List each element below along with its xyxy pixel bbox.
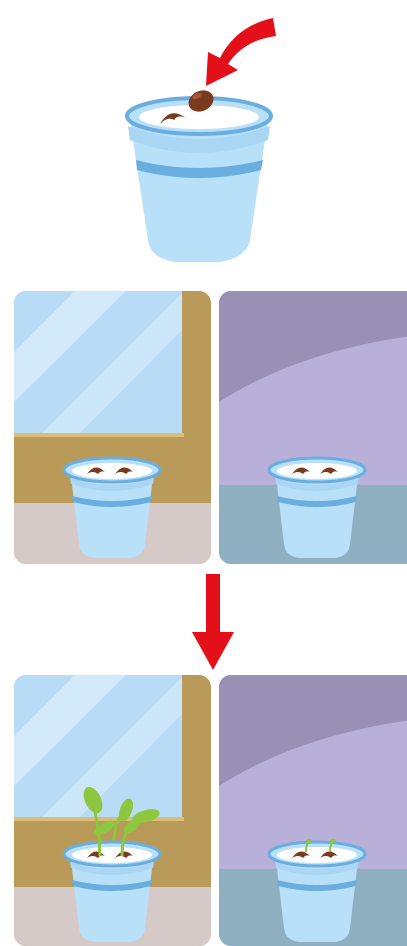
scene-window-before xyxy=(14,291,211,564)
scene-dark-room-after xyxy=(219,675,407,946)
down-arrow-icon xyxy=(192,574,234,670)
curved-arrow-icon xyxy=(206,18,276,86)
scene-window-after xyxy=(14,675,211,946)
plant-pot-icon xyxy=(127,98,271,262)
scene-dark-room-before xyxy=(219,291,407,564)
step-plant-seed xyxy=(127,18,276,262)
